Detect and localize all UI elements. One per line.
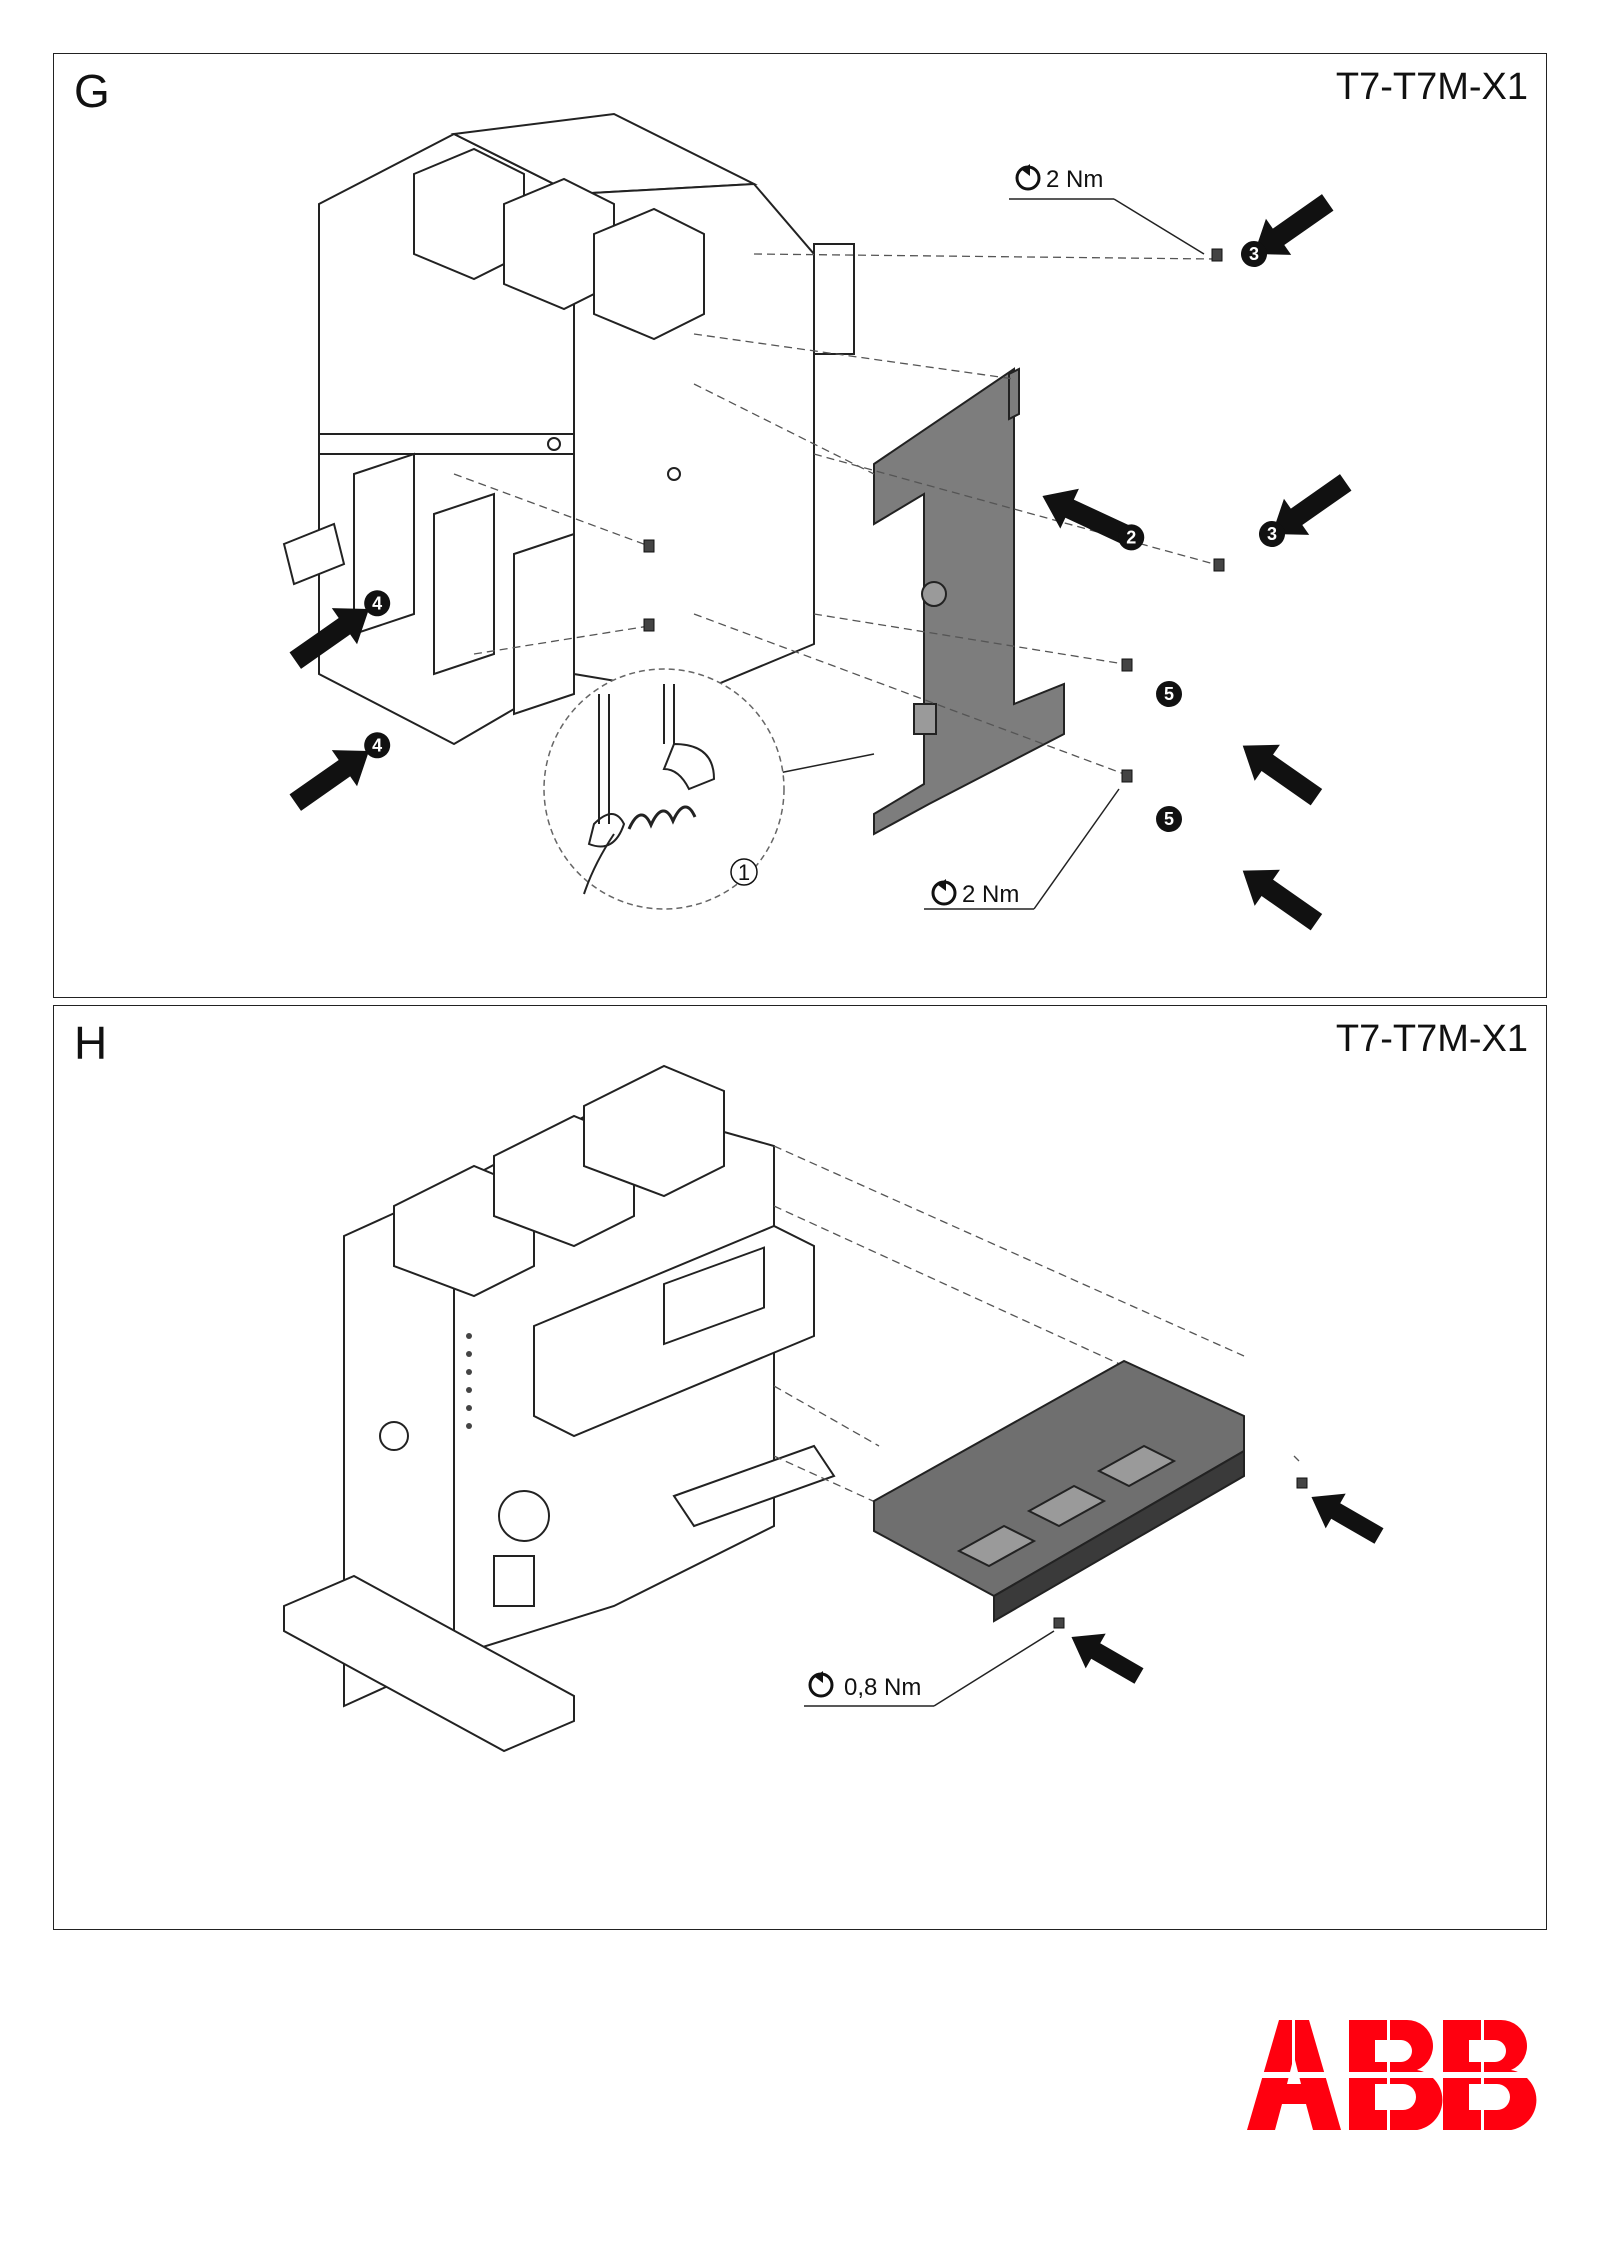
terminal-dots [466,1333,472,1429]
screw-h-right [1296,1477,1308,1489]
screw-5b [1121,769,1133,783]
torque-label-bottom: 2 Nm [924,788,1120,910]
svg-text:5: 5 [1164,684,1174,704]
cover-plate [873,1359,1245,1623]
abb-logo [1247,2020,1539,2130]
alignment-lines-g [453,253,1215,775]
side-plate [873,367,1065,836]
step-arrow-4-top: 4 [289,590,391,669]
torque-label-top: 2 Nm [1009,164,1205,255]
panel-g-drawing: 1 2 Nm 2 Nm 2 [282,112,1352,931]
step-arrow-2: 2 [1042,488,1145,551]
step-arrow-3-top: 3 [1241,194,1334,267]
panel-g: G T7-T7M-X1 [53,53,1547,998]
panel-h-model: T7-T7M-X1 [1335,1018,1528,1060]
svg-text:4: 4 [372,593,382,613]
svg-text:3: 3 [1249,244,1259,264]
step-arrow-3-mid: 3 [1259,474,1352,547]
alignment-lines-h [773,1145,1300,1507]
torque-value-bottom: 2 Nm [962,881,1019,908]
screws-g [643,248,1225,783]
callout-1: 1 [738,860,750,885]
panel-g-letter: G [74,65,110,117]
breaker-body-h [283,1064,836,1753]
step-arrow-4-bottom: 4 [289,732,391,811]
svg-text:3: 3 [1267,524,1277,544]
screw-3b [1213,558,1225,572]
screw-3a [1211,248,1223,262]
torque-value-top: 2 Nm [1046,166,1103,193]
torque-rotation-icon [808,1671,834,1698]
step-arrow-icon [1071,1633,1144,1684]
nut-4b [643,618,655,632]
torque-value-h: 0,8 Nm [844,1674,921,1701]
nut-4a [643,539,655,553]
svg-text:2: 2 [1126,527,1136,547]
step-arrow-5-top: 5 [1156,681,1323,806]
breaker-body-g [282,112,855,746]
panel-g-model: T7-T7M-X1 [1335,66,1528,108]
torque-rotation-icon [1015,164,1041,191]
torque-label-h: 0,8 Nm [804,1630,1055,1707]
screw-h-left [1053,1617,1065,1629]
screws-h [1053,1477,1308,1629]
panel-h-drawing: 0,8 Nm [283,1064,1384,1753]
panel-h: H T7-T7M-X1 [53,1005,1547,1930]
torque-rotation-icon [931,879,957,906]
svg-text:4: 4 [372,735,382,755]
panel-h-letter: H [74,1017,108,1069]
svg-text:5: 5 [1164,809,1174,829]
screw-5a [1121,658,1133,672]
step-arrow-icon [1311,1493,1384,1544]
step-arrow-5-bottom: 5 [1156,806,1323,931]
detail-spring-callout: 1 [543,668,875,910]
